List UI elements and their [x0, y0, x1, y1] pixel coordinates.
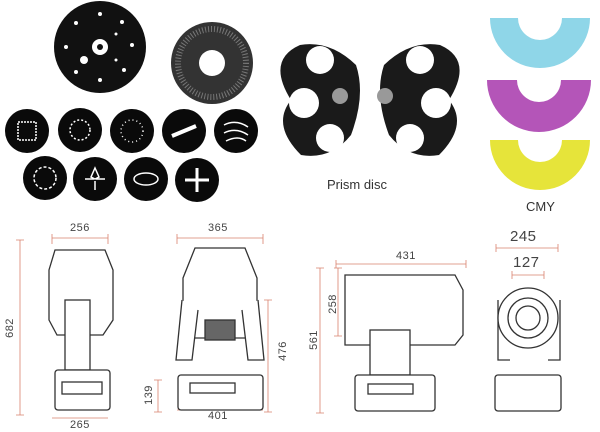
- cmy-label: CMY: [526, 199, 555, 214]
- dim-front-base: 401: [208, 410, 228, 422]
- dim-tilted-height: 561: [307, 330, 320, 350]
- gobo-wheel: [54, 1, 146, 93]
- dimension-lines: [16, 234, 559, 419]
- effect-wheel: [171, 22, 253, 104]
- dim-front-height: 476: [276, 341, 289, 361]
- gobo: [110, 109, 154, 153]
- dim-lens-inner: 127: [513, 254, 540, 271]
- fixture-side-view: [48, 249, 114, 411]
- fixture-front-view: [175, 247, 265, 411]
- dim-side-height: 682: [3, 318, 16, 338]
- fixture-lens-view: [494, 287, 562, 412]
- fixture-drawings: [48, 247, 562, 412]
- dim-lens-outer: 245: [510, 228, 537, 245]
- fixture-tilted-view: [344, 274, 464, 412]
- prism-disc: [280, 44, 460, 156]
- gobo: [23, 156, 67, 200]
- dim-side-base: 265: [70, 419, 90, 431]
- gobo: [5, 109, 49, 153]
- dim-front-top: 365: [208, 222, 228, 234]
- gobo-set: [5, 108, 258, 202]
- dim-tilted-head: 258: [326, 294, 339, 314]
- prism-disc-label: Prism disc: [327, 177, 387, 192]
- cmy-wheels: [487, 18, 591, 190]
- dim-side-top: 256: [70, 222, 90, 234]
- gobo: [124, 157, 168, 201]
- dim-front-base-height: 139: [142, 385, 155, 405]
- gobo: [58, 108, 102, 152]
- dim-tilted-width: 431: [396, 250, 416, 262]
